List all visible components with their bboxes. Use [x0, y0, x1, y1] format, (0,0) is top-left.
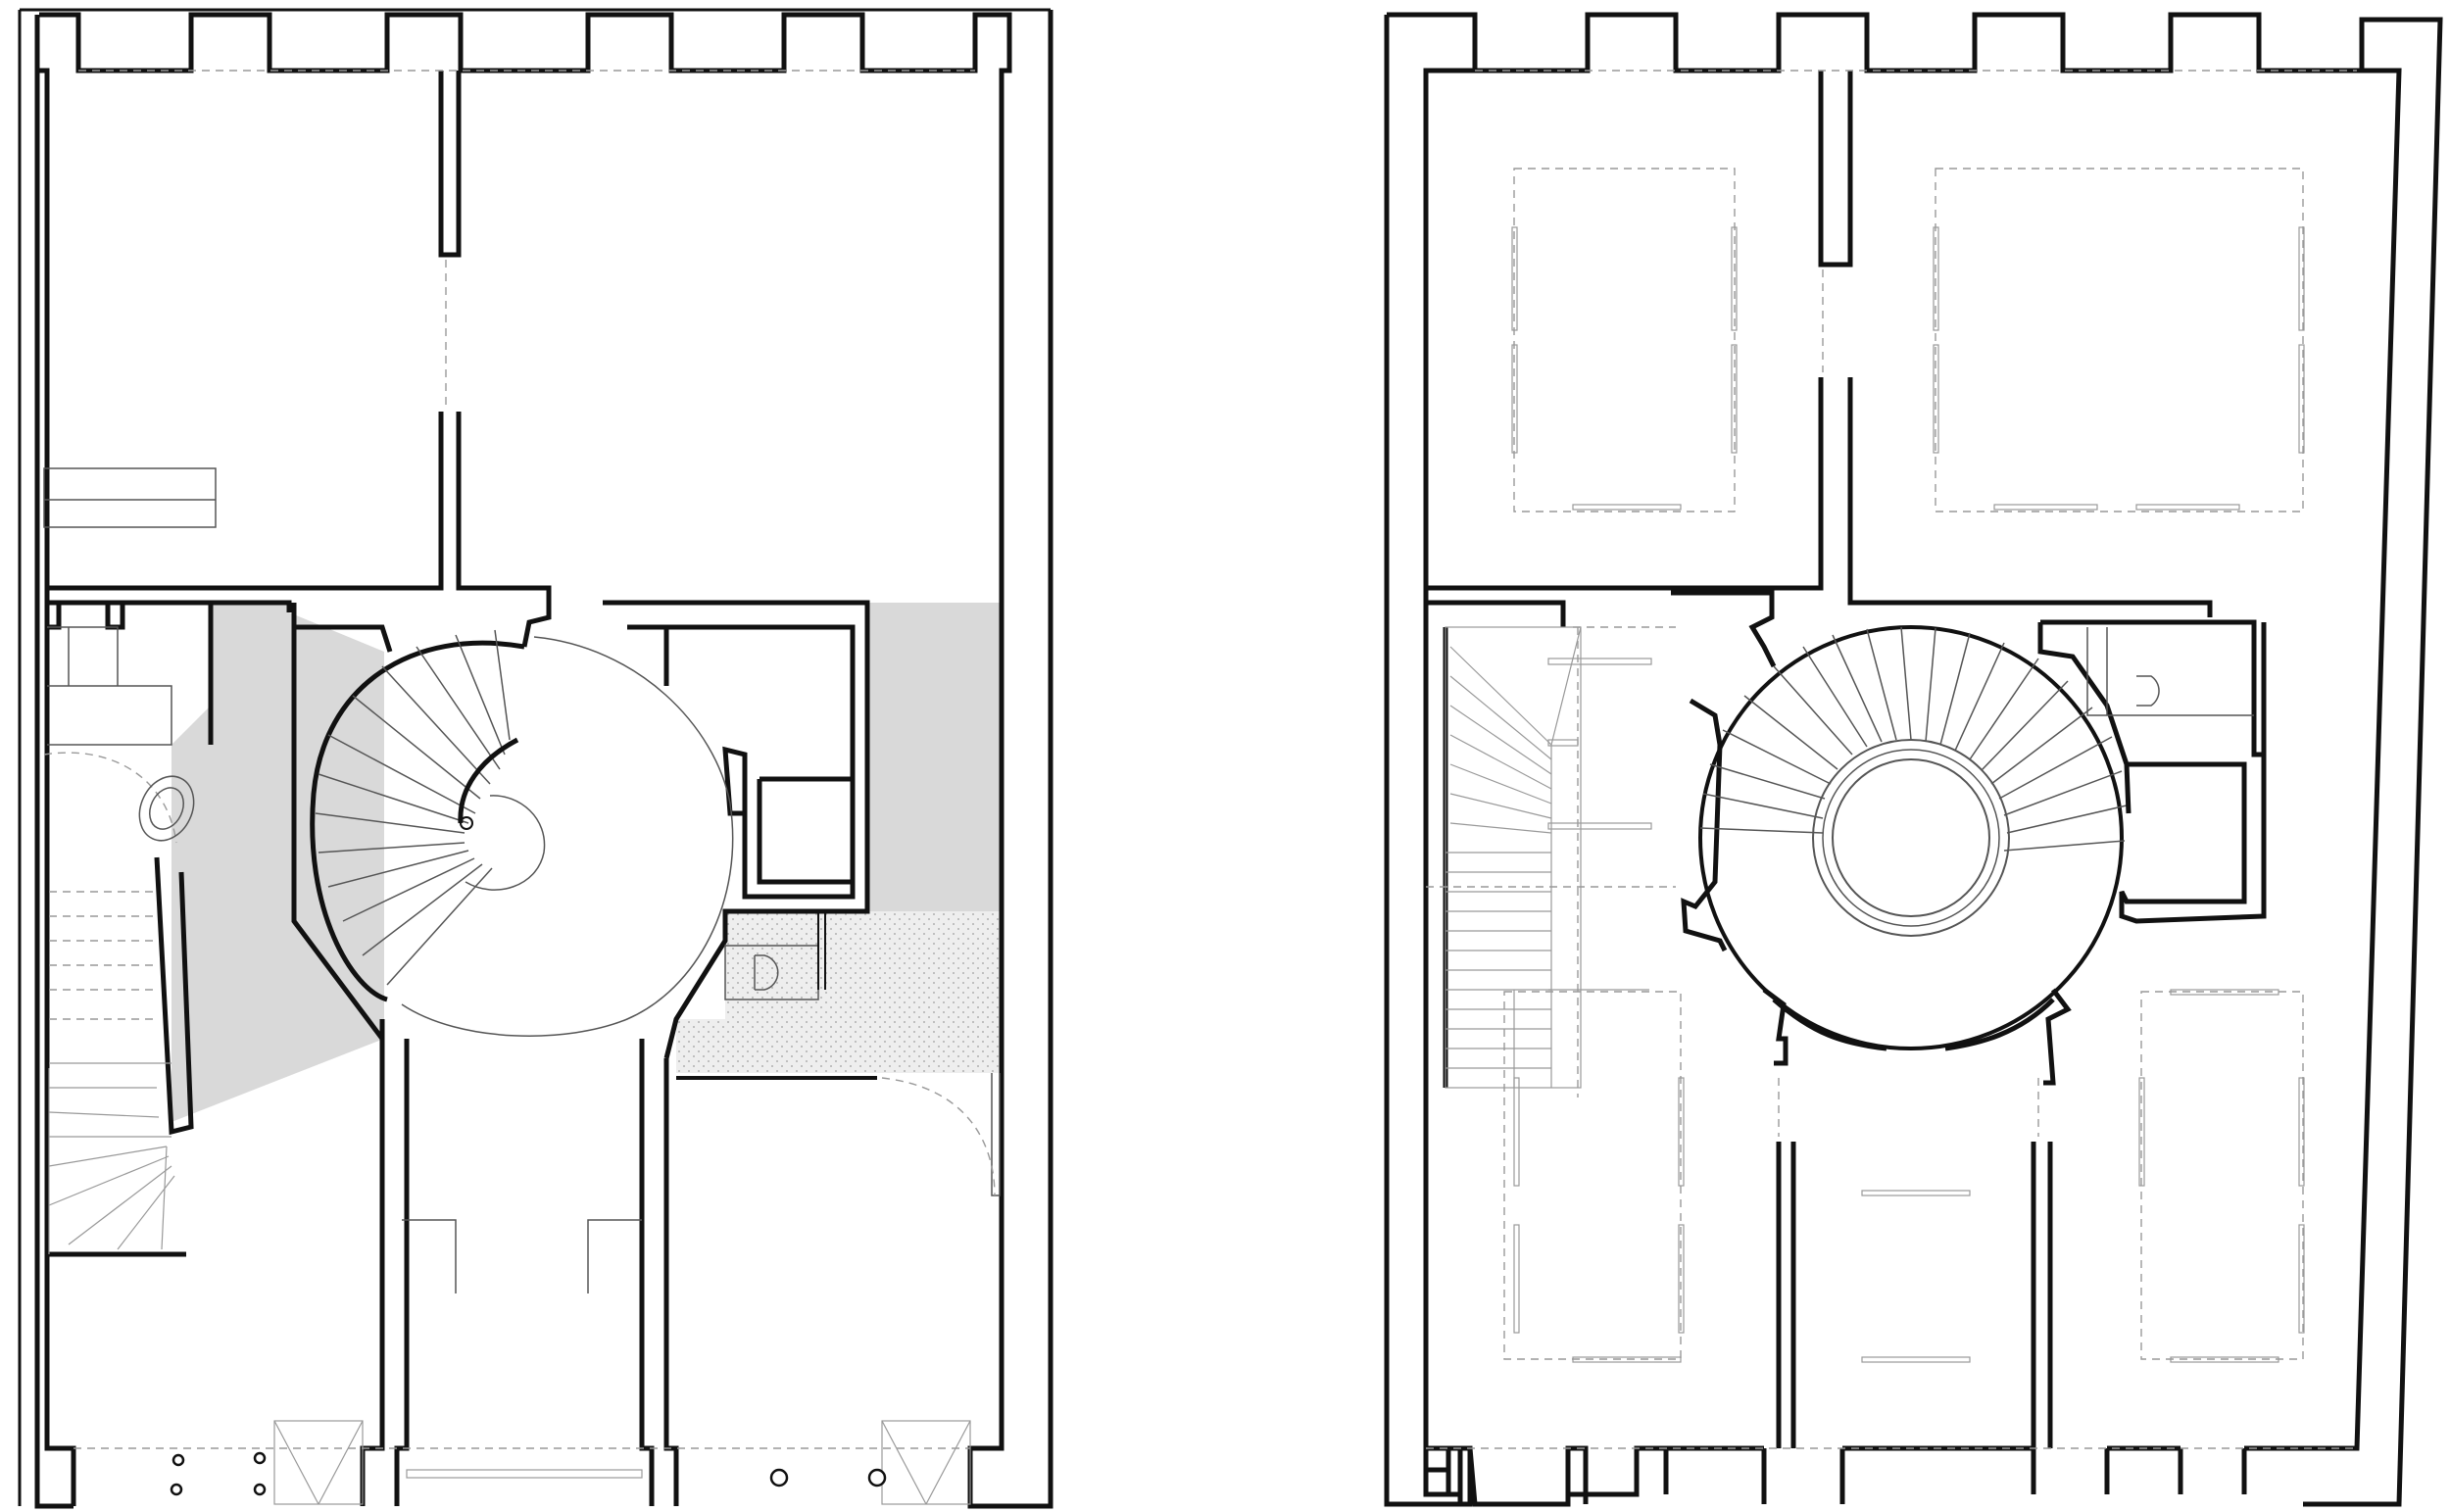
bottom-doors — [273, 1420, 971, 1505]
shaded-zone-left — [172, 603, 384, 1122]
party-wall-top-right — [1423, 71, 2213, 627]
plan-left — [18, 8, 1054, 1509]
room-outlines — [1426, 70, 2357, 1449]
party-wall-top — [47, 71, 552, 648]
shaded-zone-right — [867, 603, 1002, 911]
stair-core-left — [291, 600, 870, 1059]
round-stair-outer — [1698, 625, 2124, 1050]
service-block — [44, 600, 214, 745]
left-stair — [154, 856, 194, 1136]
spiral-stair-treads — [315, 629, 511, 986]
columns — [170, 1451, 887, 1496]
armchair — [138, 775, 195, 842]
hatched-wet-area — [676, 911, 1002, 1073]
plan-right — [1384, 12, 2443, 1507]
straight-stair — [1445, 626, 1649, 1089]
outer-wall-right-plan — [1387, 12, 2443, 1507]
bottom-piers — [360, 1019, 679, 1506]
wall-radiators — [1511, 226, 2305, 1363]
round-stair-treads — [1699, 626, 2128, 852]
spiral-stair-outline — [310, 640, 525, 1002]
